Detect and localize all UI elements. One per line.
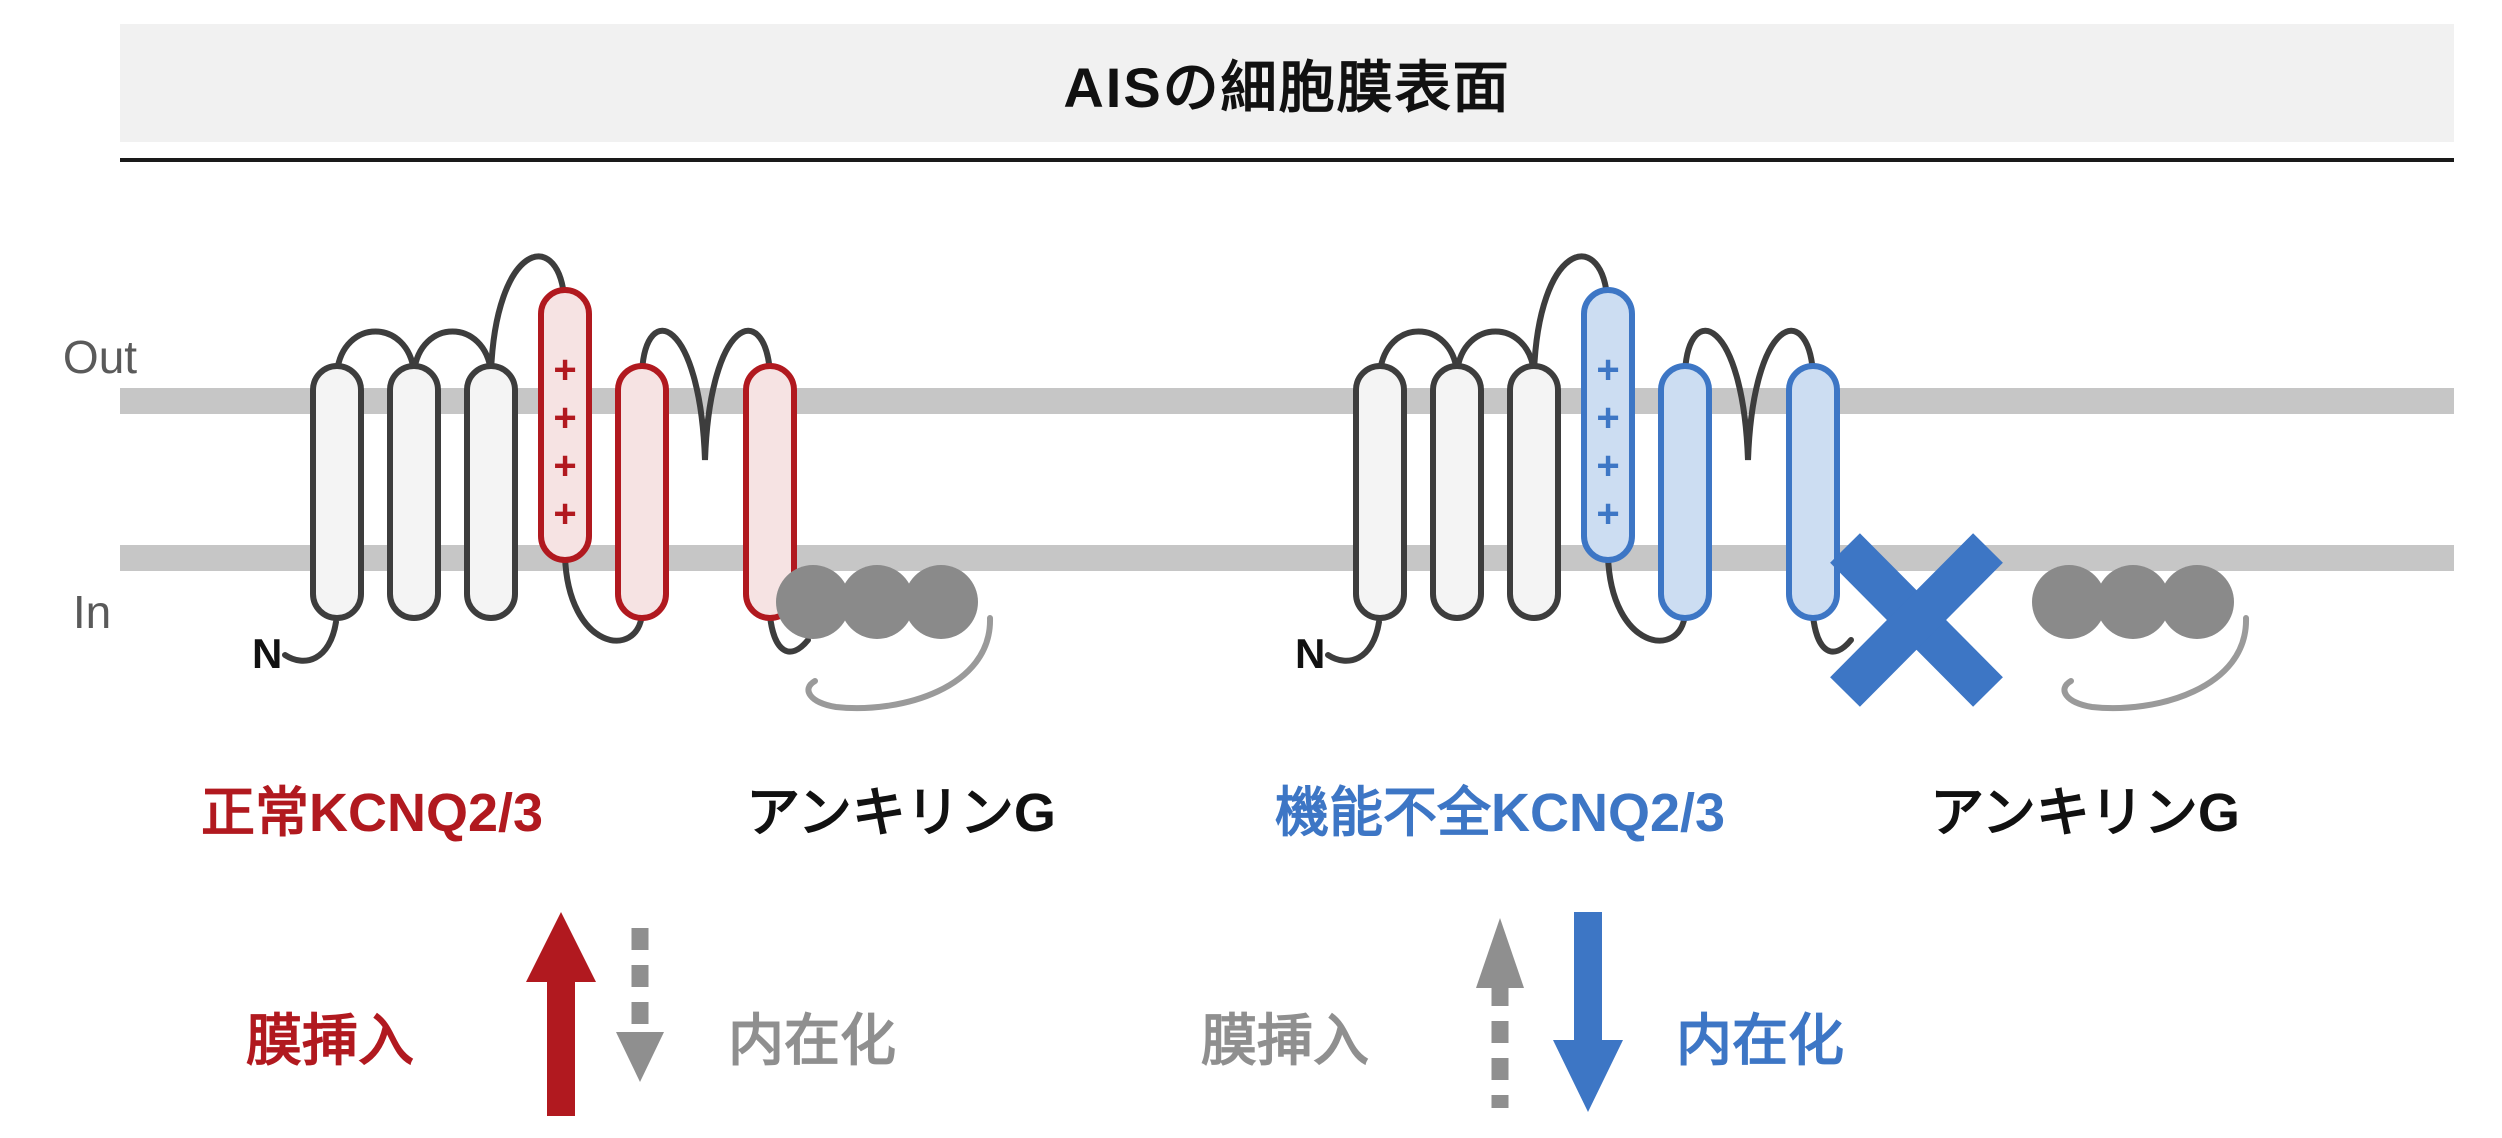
dysfunctional-kcnq-channel-diagram: N — [1295, 253, 2250, 712]
ankyrin-bead — [776, 565, 850, 639]
extracellular-loop — [1454, 328, 1537, 375]
blocked-binding-x-icon — [1830, 533, 2003, 707]
ankyrin-bead — [2160, 565, 2234, 639]
ankyrin-g-label: アンキリンG — [1930, 783, 2240, 843]
n-terminus-loop — [1325, 619, 1382, 664]
normal-kcnq-channel-diagram: N — [252, 253, 994, 712]
pore-helix-s6 — [1786, 363, 1840, 621]
channel-helices — [310, 287, 797, 621]
membrane-out-label: Out — [62, 331, 138, 383]
internalization-down-arrow — [1553, 912, 1623, 1112]
ankyrin-tail — [2061, 615, 2250, 712]
intracellular-loop — [562, 553, 645, 644]
internalization-label: 内在化 — [1676, 1009, 1844, 1072]
c-terminus-loop — [1810, 613, 1854, 655]
internalization-down-arrow — [616, 928, 664, 1082]
n-terminus-label: N — [1295, 630, 1325, 677]
title-bar: AISの細胞膜表面 — [120, 24, 2454, 142]
ankyrin-bead — [840, 565, 914, 639]
pore-helix-s5 — [1658, 363, 1712, 621]
channel-helices — [1353, 287, 1840, 621]
ankyrin-beads — [776, 565, 978, 639]
membrane-in-label: In — [72, 586, 112, 638]
voltage-sensor-helix-s4 — [538, 287, 592, 563]
normal-channel-label: 正常KCNQ2/3 — [200, 783, 544, 843]
dysfunctional-channel-label: 機能不全KCNQ2/3 — [1274, 783, 1726, 843]
ankyrin-bead — [2032, 565, 2106, 639]
ankyrin-bead — [904, 565, 978, 639]
internalization-label: 内在化 — [728, 1009, 896, 1072]
transmembrane-helix-s1 — [1353, 363, 1407, 621]
pore-helix-s5 — [615, 363, 669, 621]
channel-loops — [1325, 253, 1854, 664]
transmembrane-helix-s2 — [1430, 363, 1484, 621]
diagram-title: AISの細胞膜表面 — [1063, 55, 1511, 119]
transmembrane-helix-s3 — [464, 363, 518, 621]
transmembrane-helix-s2 — [387, 363, 441, 621]
title-underline — [120, 158, 2454, 162]
pore-helix-s6 — [743, 363, 797, 621]
s3-s4-tall-loop — [1531, 253, 1610, 375]
membrane-insertion-up-arrow — [526, 912, 596, 1116]
voltage-sensor-charges: ++++ — [1586, 348, 1630, 540]
voltage-sensor-helix-s4 — [1581, 287, 1635, 563]
pore-loop — [1682, 327, 1816, 461]
extracellular-loop — [334, 328, 417, 375]
membrane-insertion-label: 膜挿入 — [1201, 1009, 1369, 1072]
intracellular-loop — [1605, 553, 1688, 644]
normal-trafficking-arrows — [526, 912, 664, 1116]
dysfunctional-trafficking-arrows — [1476, 912, 1623, 1112]
ankyrin-beads — [2032, 565, 2234, 639]
voltage-sensor-charges: ++++ — [543, 348, 587, 540]
s3-s4-tall-loop — [488, 253, 567, 375]
membrane-insertion-label: 膜挿入 — [246, 1009, 414, 1072]
extracellular-loop — [1377, 328, 1460, 375]
pore-loop — [639, 327, 773, 461]
transmembrane-helix-s3 — [1507, 363, 1561, 621]
ankyrin-tail — [805, 615, 994, 712]
ankyrin-bead — [2096, 565, 2170, 639]
ankyrin-g-label: アンキリンG — [746, 783, 1056, 843]
membrane-insertion-up-arrow — [1476, 918, 1524, 1108]
extracellular-loop — [411, 328, 494, 375]
transmembrane-helix-s1 — [310, 363, 364, 621]
channel-loops — [282, 253, 811, 664]
c-terminus-loop — [767, 613, 811, 655]
n-terminus-label: N — [252, 630, 282, 677]
n-terminus-loop — [282, 619, 339, 664]
